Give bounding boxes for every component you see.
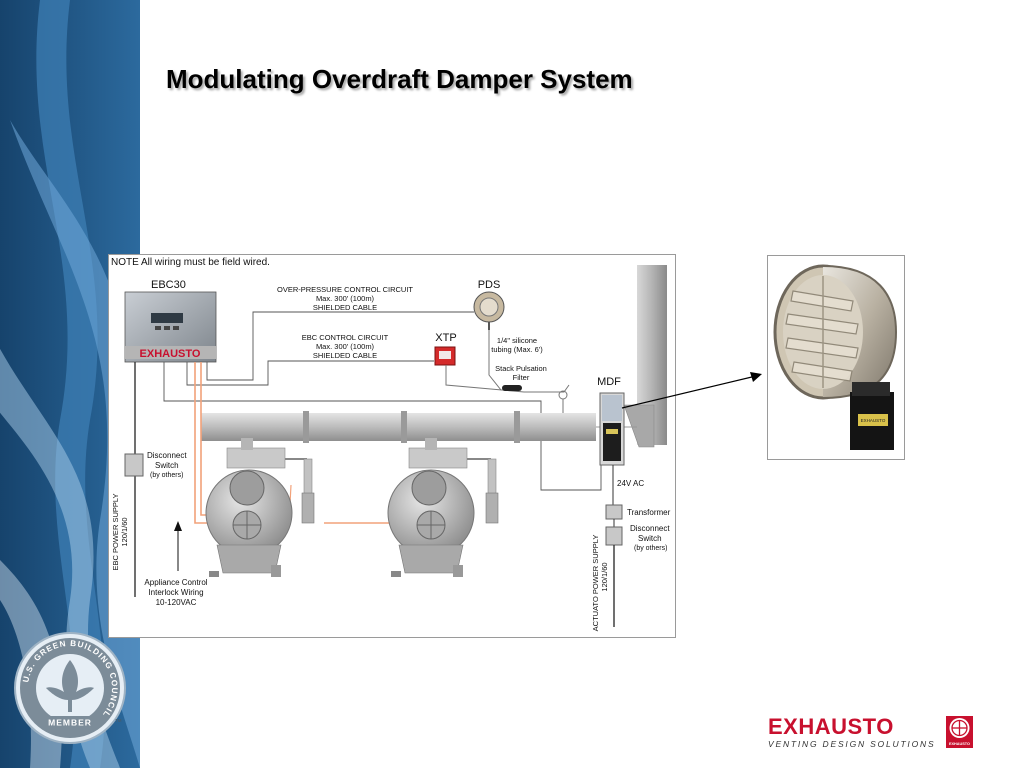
xtp-label: XTP — [435, 332, 456, 344]
appliance-control-label: Appliance Control Interlock Wiring 10-12… — [144, 578, 207, 607]
svg-text:(by others): (by others) — [634, 545, 667, 552]
svg-text:Max. 300' (100m): Max. 300' (100m) — [316, 342, 375, 351]
brand-badge-icon: EXHAUSTO — [946, 716, 973, 748]
brand-name: EXHAUSTO — [768, 714, 894, 739]
usgbc-member-seal: U.S. GREEN BUILDING COUNCIL MEMBER TM — [14, 632, 126, 744]
actuator-sticker-text: EXHAUSTO — [861, 418, 886, 423]
transformer-label: Transformer — [627, 508, 671, 517]
wiring-diagram: NOTE All wiring must be field wired. EBC… — [108, 254, 676, 638]
svg-text:Interlock Wiring: Interlock Wiring — [148, 588, 203, 597]
pds-pressure-sensor — [473, 291, 505, 330]
svg-text:ACTUATO POWER SUPPLY: ACTUATO POWER SUPPLY — [591, 535, 600, 632]
ebc30-brand: EXHAUSTO — [140, 348, 201, 360]
over-pressure-circuit-label: OVER-PRESSURE CONTROL CIRCUIT Max. 300' … — [277, 285, 413, 312]
ebc-control-circuit-label: EBC CONTROL CIRCUIT Max. 300' (100m) SHI… — [302, 333, 389, 360]
disconnect-switch-right-label: Disconnect Switch (by others) — [630, 524, 670, 552]
stack-pulsation-filter-label: Stack Pulsation Filter — [495, 364, 547, 382]
mdf-damper — [599, 392, 625, 466]
slide-title: Modulating Overdraft Damper System — [166, 64, 633, 94]
svg-text:Stack Pulsation: Stack Pulsation — [495, 364, 547, 373]
svg-text:tubing (Max. 6'): tubing (Max. 6') — [491, 345, 543, 354]
svg-text:120/1/60: 120/1/60 — [120, 517, 129, 546]
svg-text:OVER-PRESSURE CONTROL CIRCUIT: OVER-PRESSURE CONTROL CIRCUIT — [277, 285, 413, 294]
leaf-icon — [46, 660, 94, 712]
ebc-power-supply-label: EBC POWER SUPPLY 120/1/60 — [111, 494, 129, 571]
svg-text:Appliance Control: Appliance Control — [144, 578, 207, 587]
svg-text:SHIELDED CABLE: SHIELDED CABLE — [313, 351, 377, 360]
transformer — [605, 504, 623, 520]
ebc30-label: EBC30 — [151, 279, 186, 291]
brand-badge-text: EXHAUSTO — [949, 742, 970, 746]
svg-text:Switch: Switch — [155, 461, 179, 470]
ac24-label: 24V AC — [617, 479, 644, 488]
damper-photo: EXHAUSTO — [767, 255, 905, 460]
disconnect-switch-left — [124, 453, 144, 477]
svg-text:Max. 300' (100m): Max. 300' (100m) — [316, 294, 375, 303]
svg-text:Disconnect: Disconnect — [147, 451, 187, 460]
svg-text:120/1/60: 120/1/60 — [600, 562, 609, 591]
wiring-note: NOTE All wiring must be field wired. — [111, 257, 270, 268]
mdf-label: MDF — [597, 376, 621, 388]
flue-pipe — [201, 413, 596, 441]
filter-icon — [502, 385, 522, 391]
svg-text:EBC CONTROL CIRCUIT: EBC CONTROL CIRCUIT — [302, 333, 389, 342]
svg-text:(by others): (by others) — [150, 472, 183, 479]
usgbc-member-text: MEMBER — [48, 718, 92, 728]
actuator-power-supply-label: ACTUATO POWER SUPPLY 120/1/60 — [591, 535, 609, 632]
svg-text:EBC POWER SUPPLY: EBC POWER SUPPLY — [111, 494, 120, 571]
disconnect-switch-left-label: Disconnect Switch (by others) — [147, 451, 187, 479]
xtp-sensor — [434, 346, 456, 366]
svg-text:Switch: Switch — [638, 534, 662, 543]
svg-text:Disconnect: Disconnect — [630, 524, 670, 533]
exhausto-logo: EXHAUSTO VENTING DESIGN SOLUTIONS EXHAUS… — [768, 714, 973, 749]
svg-text:1/4" silicone: 1/4" silicone — [497, 336, 537, 345]
disconnect-switch-right — [605, 526, 623, 546]
pds-label: PDS — [478, 279, 501, 291]
brand-tagline: VENTING DESIGN SOLUTIONS — [768, 739, 935, 749]
tubing-label: 1/4" silicone tubing (Max. 6') — [491, 336, 543, 354]
ebc30-controller: EXHAUSTO — [124, 291, 217, 363]
boiler-unit — [387, 438, 499, 577]
boiler-unit — [205, 438, 315, 577]
svg-text:10-120VAC: 10-120VAC — [156, 598, 197, 607]
usgbc-tm: TM — [115, 718, 122, 723]
svg-text:Filter: Filter — [513, 373, 530, 382]
svg-text:SHIELDED CABLE: SHIELDED CABLE — [313, 303, 377, 312]
